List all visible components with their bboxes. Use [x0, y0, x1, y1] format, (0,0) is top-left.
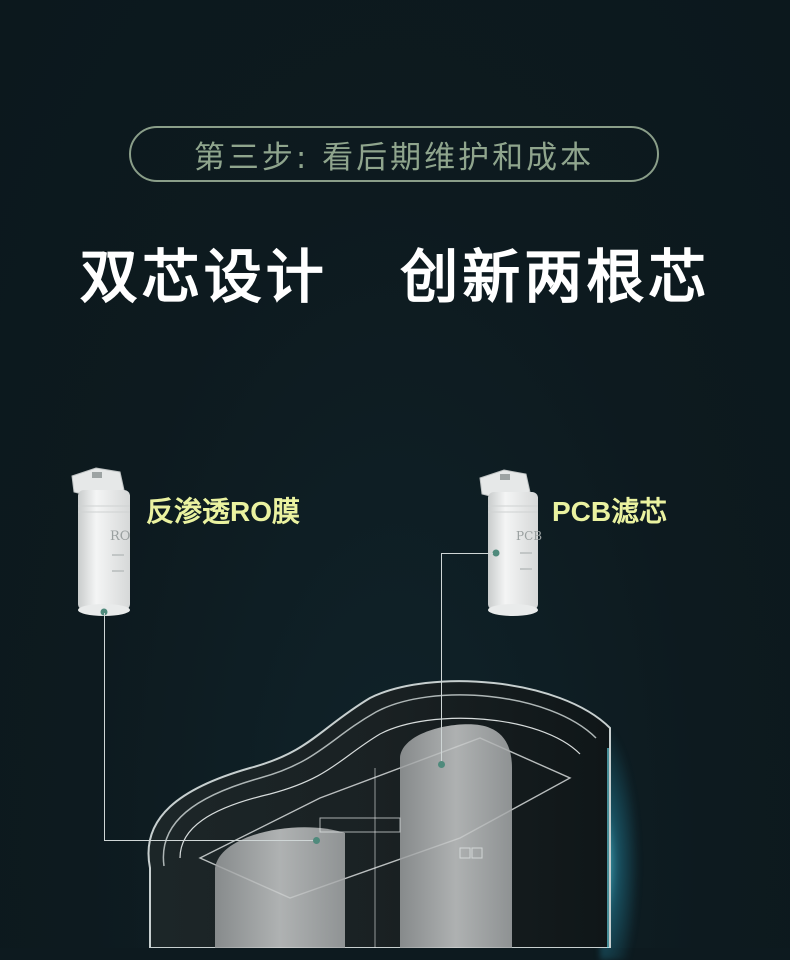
pcb-anchor-dot — [438, 761, 445, 768]
ro-leader-line-horizontal — [104, 840, 316, 841]
ro-membrane-label: 反渗透RO膜 — [146, 496, 301, 527]
pcb-filter-label: PCB滤芯 — [552, 496, 668, 527]
pcb-leader-line-vertical — [441, 553, 442, 763]
step-badge-text: 第三步: 看后期维护和成本 — [193, 139, 595, 176]
pcb-leader-line-horizontal — [441, 553, 493, 554]
ro-leader-line-vertical — [104, 613, 105, 841]
ro-cartridge-icon: RO — [71, 467, 130, 616]
ro-anchor-dot — [313, 837, 320, 844]
pcb-cartridge-icon: PCB — [479, 469, 542, 616]
purifier-device-illustration — [147, 680, 611, 948]
svg-text:PCB: PCB — [516, 529, 542, 543]
step-badge: 第三步: 看后期维护和成本 — [129, 126, 659, 182]
page-headline: 双芯设计 创新两根芯 — [79, 243, 711, 311]
svg-text:RO: RO — [110, 529, 130, 544]
